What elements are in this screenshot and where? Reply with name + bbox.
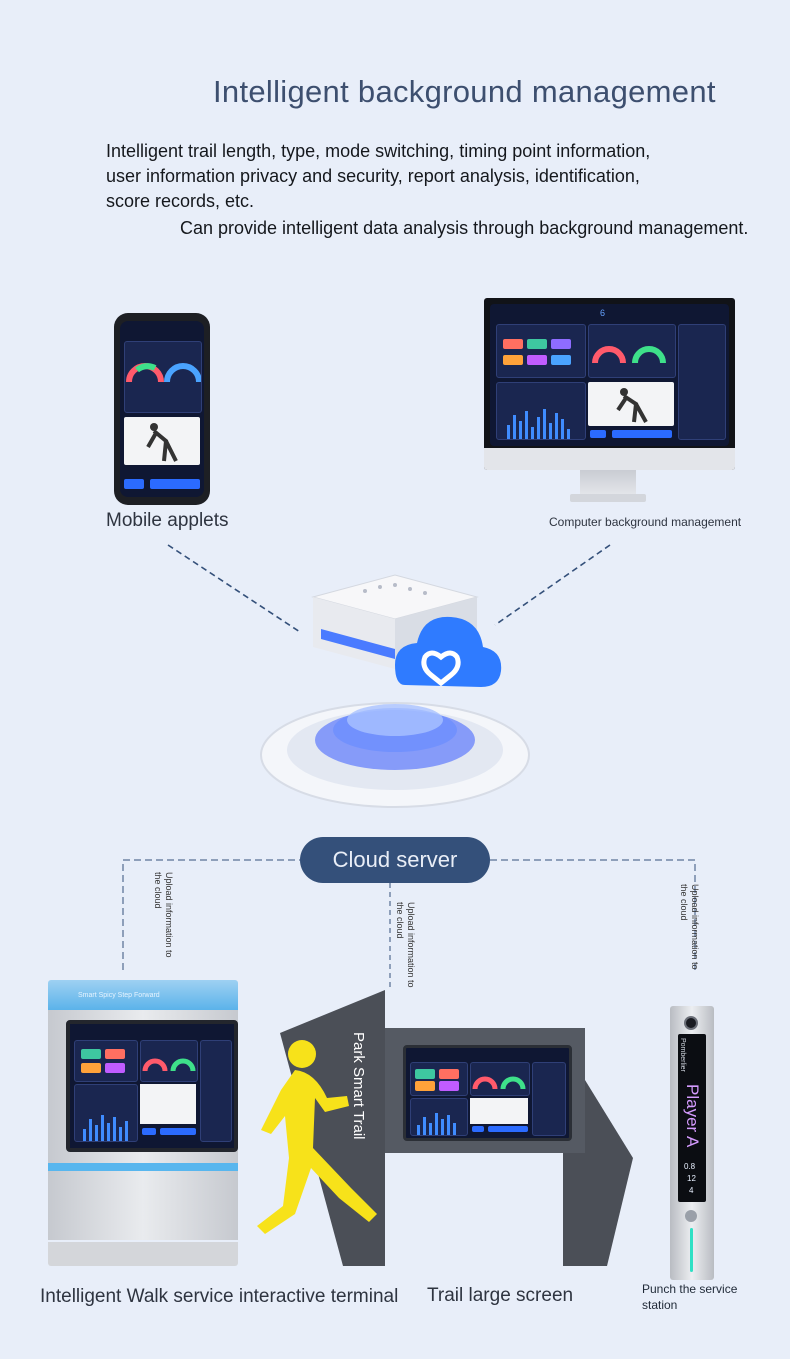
station-brand: Pomberlier [679, 1038, 686, 1072]
phone-screen [120, 321, 204, 497]
upload-note-terminal: Upload information to the cloud [153, 872, 174, 958]
trail-screen-label: Trail large screen [427, 1285, 574, 1306]
cloud-server-badge: Cloud server [300, 837, 490, 883]
monitor-stand [580, 470, 636, 496]
monitor-base [570, 494, 646, 502]
page-title: Intelligent background management [213, 74, 716, 109]
trail-large-screen [403, 1045, 572, 1141]
gauge-icon [142, 1058, 196, 1072]
runner-stretch-icon [616, 388, 648, 423]
service-terminal: Smart Spicy Step Forward [48, 980, 238, 1270]
station-value-3: 4 [689, 1186, 694, 1195]
terminal-screen [66, 1020, 238, 1152]
description-block: Intelligent trail length, type, mode swi… [106, 139, 706, 214]
scan-button-icon [685, 1210, 697, 1222]
monitor-screen: 6 [490, 304, 729, 446]
camera-icon [684, 1016, 698, 1030]
punch-station: Pomberlier Player A 0.8 12 4 [670, 1006, 714, 1280]
station-value-1: 0.8 [684, 1162, 696, 1171]
runner-icon [257, 1040, 377, 1234]
gauge-icon [592, 346, 666, 364]
monitor-icon: 6 [484, 298, 735, 470]
cloud-icon [395, 616, 502, 687]
station-value-2: 12 [687, 1174, 696, 1183]
punch-station-label: Punch the service station [642, 1282, 738, 1312]
mobile-applets-label: Mobile applets [106, 510, 229, 531]
computer-management-label: Computer background management [549, 515, 742, 529]
description-line-1: Intelligent trail length, type, mode swi… [106, 141, 651, 161]
terminal-label: Intelligent Walk service interactive ter… [40, 1286, 399, 1307]
station-player: Player A [683, 1084, 702, 1148]
trail-sign: Park Smart Trail [350, 1032, 367, 1140]
description-line-4: Can provide intelligent data analysis th… [180, 218, 749, 238]
gauge-icon [472, 1076, 526, 1090]
runner-stretch-icon [146, 423, 178, 462]
description-line-2: user information privacy and security, r… [106, 166, 640, 186]
phone-icon [114, 313, 210, 505]
cloud-server-illustration [260, 574, 530, 808]
upload-note-station: Upload information to the cloud [679, 884, 700, 970]
description-line-3: score records, etc. [106, 191, 255, 211]
terminal-banner: Smart Spicy Step Forward [78, 992, 160, 999]
upload-note-screen: Upload information to the cloud [395, 902, 416, 988]
monitor-number: 6 [600, 308, 606, 318]
led-strip [690, 1228, 693, 1272]
gauge-icon [126, 363, 202, 383]
